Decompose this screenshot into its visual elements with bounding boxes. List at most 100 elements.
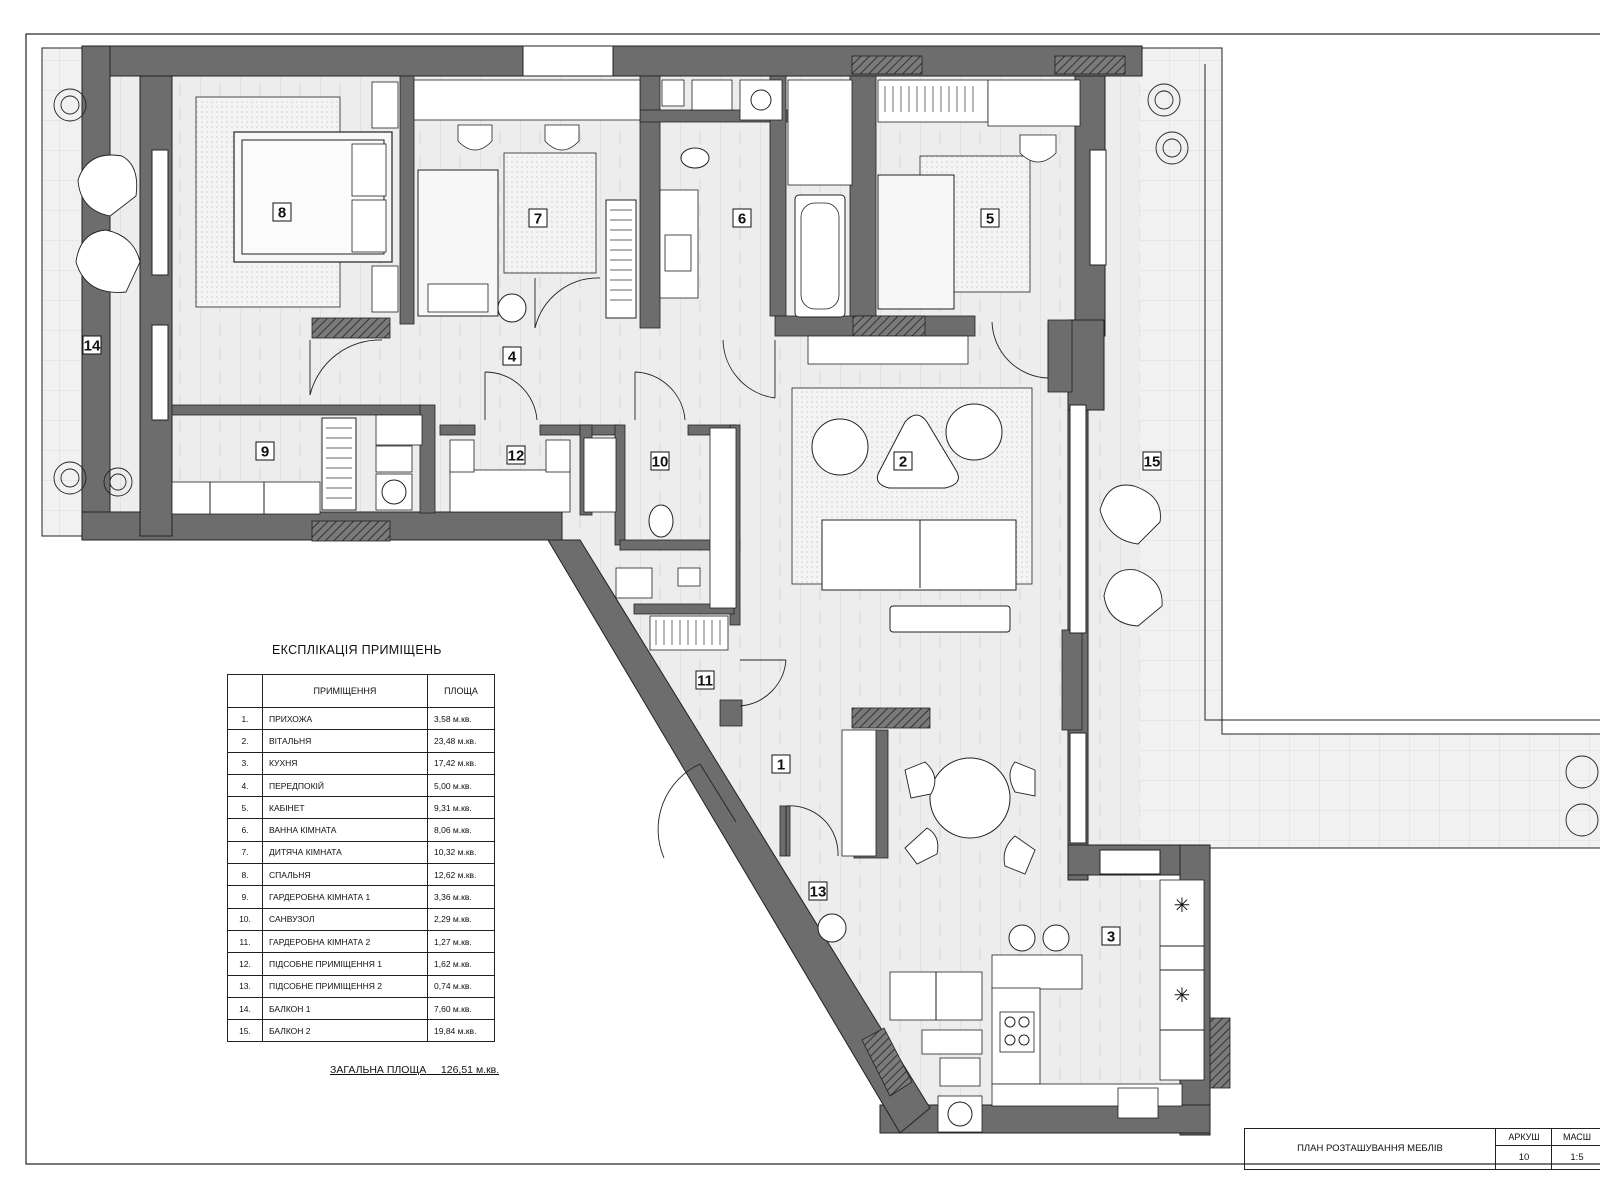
- legend-area: 3,58 м.кв.: [427, 706, 495, 731]
- table-header-row: ПРИМІЩЕННЯ ПЛОЩА: [227, 674, 495, 708]
- legend-area: 12,62 м.кв.: [427, 863, 495, 887]
- total-area: ЗАГАЛЬНА ПЛОЩА 126,51 м.кв.: [330, 1064, 499, 1076]
- legend-number: 7.: [227, 840, 263, 865]
- sofa-bed: [877, 174, 955, 310]
- dining-chairs: [904, 761, 1036, 875]
- legend-number: 9.: [227, 885, 263, 909]
- room-number-label: 13: [810, 884, 827, 901]
- room-number-label: 5: [986, 211, 994, 228]
- col-room-header: ПРИМІЩЕННЯ: [262, 674, 428, 708]
- legend-number: 4.: [227, 773, 263, 798]
- scale-value: 1:5: [1570, 1152, 1584, 1163]
- scale-cell: МАСШ 1:5: [1551, 1129, 1600, 1169]
- legend-number: 2.: [227, 729, 263, 753]
- legend-name: КАБІНЕТ: [262, 796, 428, 820]
- room-number-5: 5: [980, 208, 1000, 228]
- tv-stand: [889, 605, 1011, 633]
- hatched-elements: [311, 55, 1231, 1097]
- legend-name: ГАРДЕРОБНА КІМНАТА 2: [262, 929, 428, 954]
- plants: [53, 83, 1599, 837]
- legend-area: 23,48 м.кв.: [427, 729, 495, 753]
- shower: [787, 79, 853, 186]
- legend-name: БАЛКОН 2: [262, 1019, 428, 1043]
- room-number-11: 11: [695, 670, 715, 690]
- scale-label: МАСШ: [1552, 1129, 1600, 1146]
- kitchen-island: [991, 954, 1083, 990]
- legend-name: ПРИХОЖА: [262, 706, 428, 731]
- legend-name: ГАРДЕРОБНА КІМНАТА 1: [262, 885, 428, 909]
- legend-name: ПІДСОБНЕ ПРИМІЩЕННЯ 2: [262, 974, 428, 998]
- room-number-label: 3: [1107, 929, 1115, 946]
- room-number-14: 14: [82, 335, 102, 355]
- drawing-title: ПЛАН РОЗТАШУВАННЯ МЕБЛІВ: [1297, 1143, 1443, 1154]
- room-number-6: 6: [732, 208, 752, 228]
- legend-name: ДИТЯЧА КІМНАТА: [262, 840, 428, 865]
- room-number-7: 7: [528, 208, 548, 228]
- room-number-label: 8: [278, 205, 286, 222]
- room-number-12: 12: [506, 445, 526, 465]
- svg-text:✳: ✳: [1174, 983, 1191, 1007]
- balcony-2: [1099, 47, 1600, 849]
- legend-area: 19,84 м.кв.: [427, 1019, 495, 1043]
- legend-area: 3,36 м.кв.: [427, 885, 495, 909]
- windows: [151, 45, 1161, 875]
- legend-number: 8.: [227, 863, 263, 887]
- legend-name: ВАННА КІМНАТА: [262, 818, 428, 842]
- legend-area: 8,06 м.кв.: [427, 818, 495, 842]
- room-number-label: 1: [777, 757, 785, 774]
- legend-area: 10,32 м.кв.: [427, 840, 495, 865]
- legend-number: 3.: [227, 751, 263, 775]
- room-number-10: 10: [650, 451, 670, 471]
- dining-table: [929, 757, 1011, 839]
- legend-area: 17,42 м.кв.: [427, 751, 495, 775]
- legend-number: 14.: [227, 996, 263, 1021]
- room-number-2: 2: [893, 451, 913, 471]
- balcony-chairs: [75, 154, 1163, 627]
- room-number-label: 4: [508, 349, 517, 366]
- legend-area: 1,62 м.кв.: [427, 952, 495, 976]
- legend-number: 5.: [227, 796, 263, 820]
- legend-number: 12.: [227, 952, 263, 976]
- room-number-9: 9: [255, 441, 275, 461]
- legend-number: 10.: [227, 907, 263, 931]
- room-number-3: 3: [1101, 926, 1121, 946]
- legend-area: 0,74 м.кв.: [427, 974, 495, 998]
- drawing-frame: [25, 33, 1600, 1165]
- sheet-label: АРКУШ: [1496, 1129, 1552, 1146]
- legend-name: САНВУЗОЛ: [262, 907, 428, 931]
- room-number-8: 8: [272, 202, 292, 222]
- legend-number: 1.: [227, 706, 263, 731]
- room-number-label: 7: [534, 211, 542, 228]
- legend-number: 15.: [227, 1019, 263, 1043]
- sheet-value: 10: [1518, 1152, 1530, 1163]
- room-number-15: 15: [1142, 451, 1162, 471]
- legend-name: КУХНЯ: [262, 751, 428, 775]
- legend-area: 2,29 м.кв.: [427, 907, 495, 931]
- legend-number: 13.: [227, 974, 263, 998]
- room-number-4: 4: [502, 346, 522, 366]
- room-number-label: 6: [738, 211, 746, 228]
- sheet-cell: АРКУШ 10: [1495, 1129, 1552, 1169]
- legend-area: 7,60 м.кв.: [427, 996, 495, 1021]
- col-area-header: ПЛОЩА: [427, 674, 495, 708]
- svg-text:✳: ✳: [1174, 893, 1191, 917]
- legend-number: 11.: [227, 929, 263, 954]
- door-swings: [309, 277, 1049, 859]
- legend-name: СПАЛЬНЯ: [262, 863, 428, 887]
- legend-area: 9,31 м.кв.: [427, 796, 495, 820]
